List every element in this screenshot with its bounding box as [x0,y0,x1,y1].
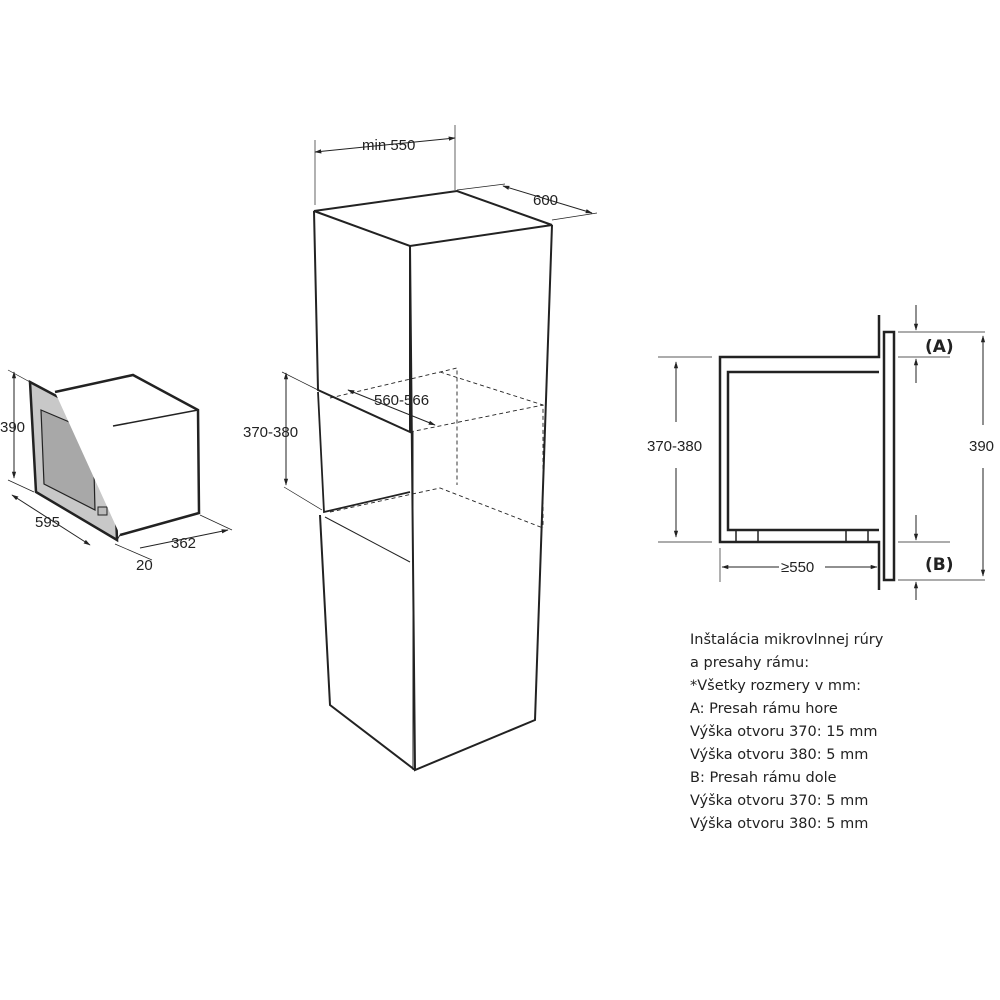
side-opening-height-label: 370-380 [647,438,702,455]
microwave-frame-label: 20 [136,557,153,574]
side-view-drawing [658,305,986,605]
frame-panel [882,330,896,582]
microwave-drawing [7,369,233,561]
note-line: a presahy rámu: [690,655,810,671]
microwave-height-label: 390 [0,419,25,436]
installation-notes: Inštalácia mikrovlnnej rúry a presahy rá… [627,600,1000,870]
note-line: A: Presah rámu hore [690,701,838,717]
note-line: Výška otvoru 370: 5 mm [690,793,869,809]
cabinet-depth-label: 600 [533,192,558,209]
note-line: *Všetky rozmery v mm: [690,678,862,694]
cabinet-min-width-label: min 550 [362,137,415,154]
microwave-depth-label: 362 [171,535,196,552]
opening-dashed-outline [329,367,544,529]
side-depth-label: ≥550 [781,559,814,576]
microwave-width-label: 595 [35,514,60,531]
label-b: (B) [925,555,954,575]
side-total-height-label: 390 [969,438,994,455]
note-line: Inštalácia mikrovlnnej rúry [690,632,884,648]
note-line: Výška otvoru 380: 5 mm [690,816,869,832]
opening-height-label: 370-380 [243,424,298,441]
label-a: (A) [925,337,954,357]
note-line: Výška otvoru 370: 15 mm [690,724,878,740]
cabinet-drawing [281,125,598,772]
control-button [97,506,108,516]
opening-width-label: 560-566 [374,392,429,409]
note-line: B: Presah rámu dole [690,770,837,786]
note-line: Výška otvoru 380: 5 mm [690,747,869,763]
